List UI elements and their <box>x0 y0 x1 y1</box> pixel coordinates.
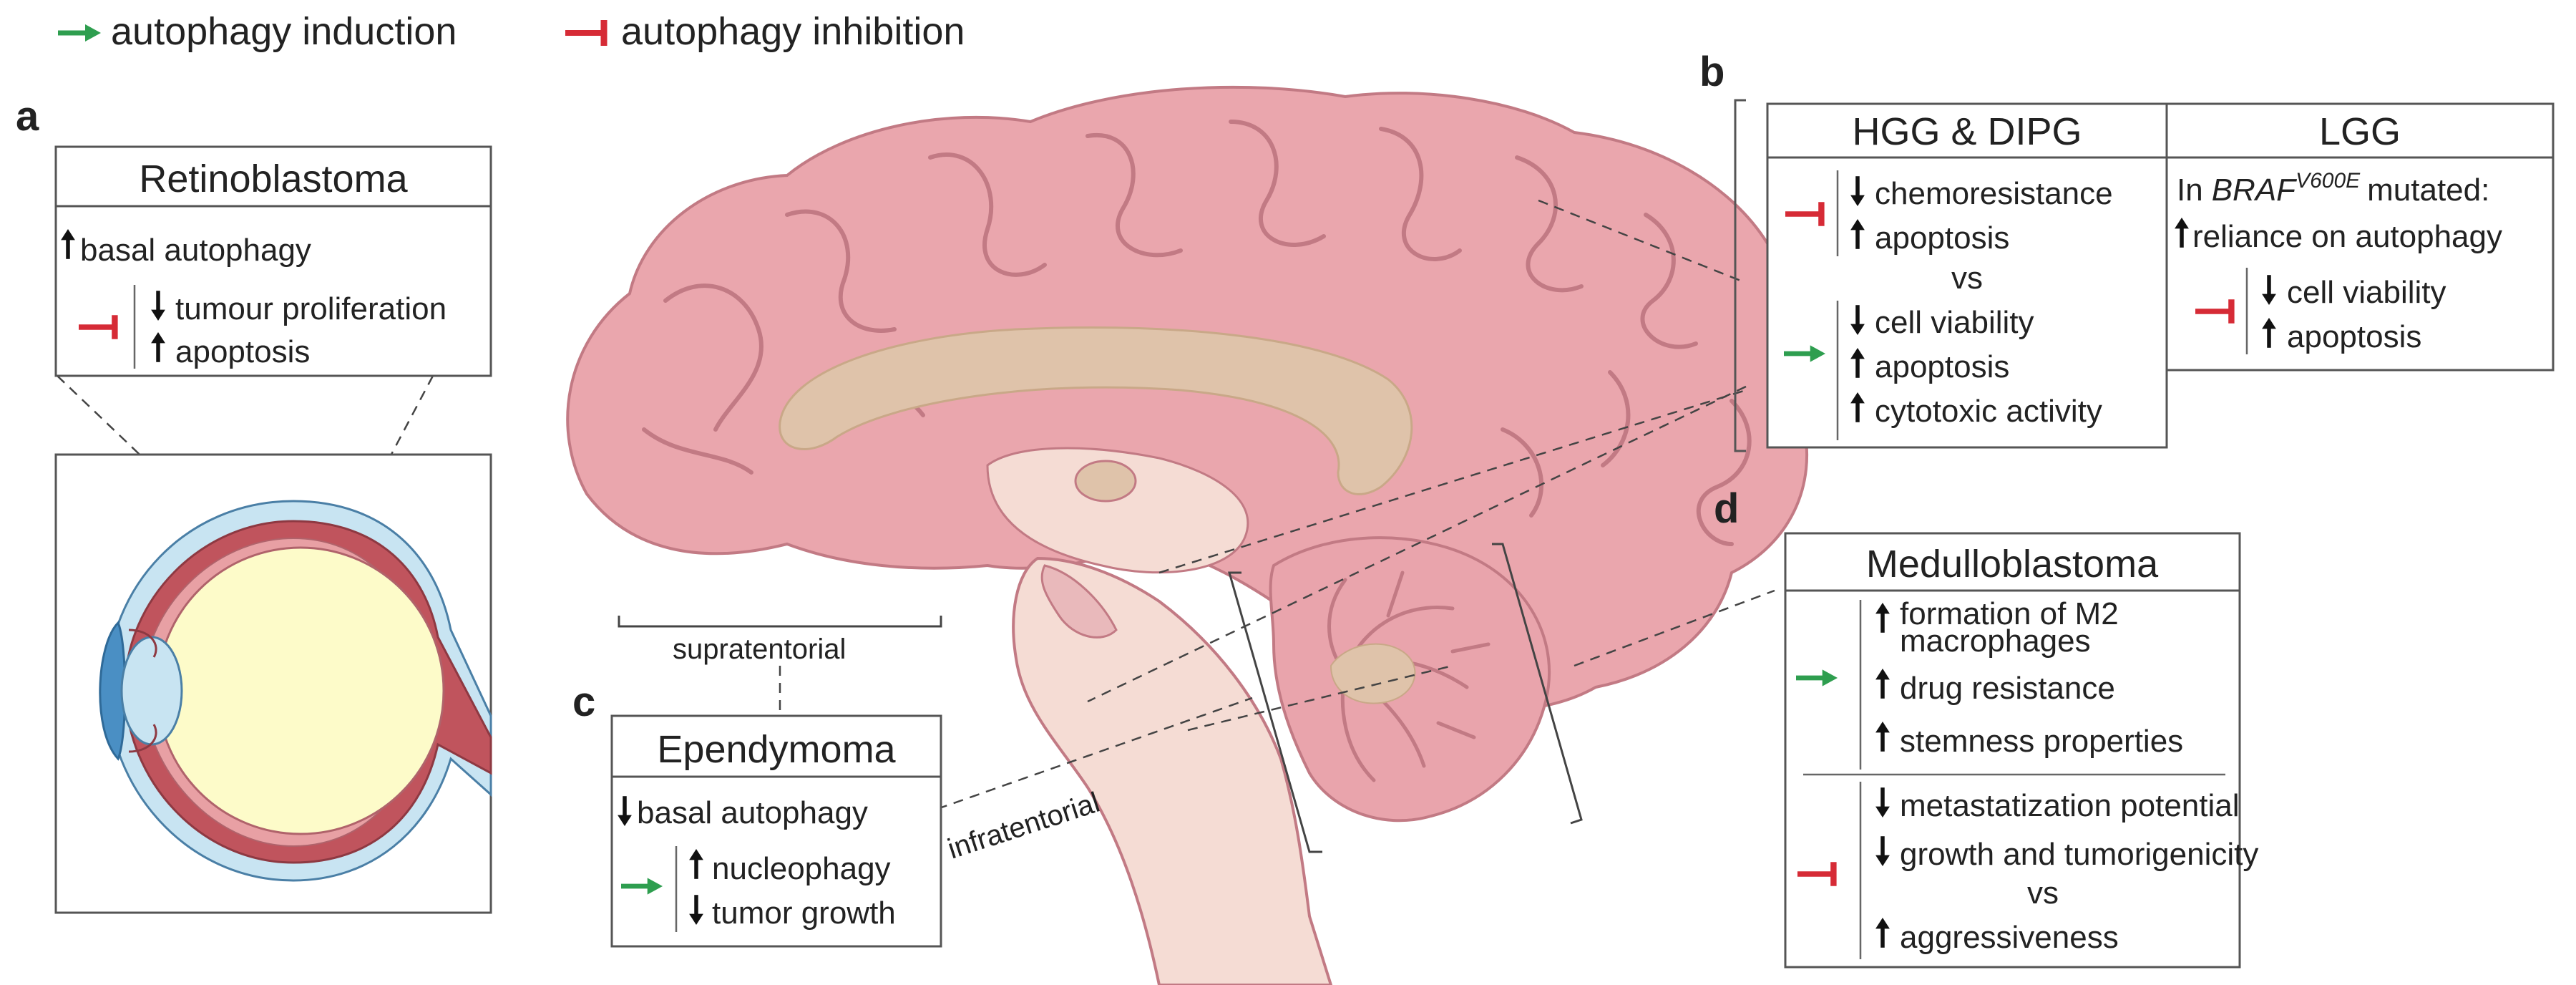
infratentorial-label: infratentorial <box>944 787 1103 865</box>
hgg-induction-item-3: cytotoxic activity <box>1875 394 2102 429</box>
ependymoma-item-1: nucleophagy <box>712 851 891 886</box>
retinoblastoma-item-1: tumour proliferation <box>175 291 447 326</box>
panel-letter-b: b <box>1699 49 1724 95</box>
lgg-item-1: cell viability <box>2287 275 2446 310</box>
ependymoma-title: Ependymoma <box>657 728 896 771</box>
eye-diagram <box>99 500 492 882</box>
medullo-induction-item-1b: macrophages <box>1900 623 2091 659</box>
retinoblastoma-title: Retinoblastoma <box>139 157 408 200</box>
hgg-induction-item-1: cell viability <box>1875 305 2034 340</box>
medullo-inhibition-item-2: growth and tumorigenicity <box>1900 837 2258 872</box>
supratentorial-label: supratentorial <box>673 634 846 665</box>
hgg-vs: vs <box>1951 261 1983 296</box>
medullo-inhibition-item-1: metastatization potential <box>1900 788 2240 823</box>
lgg-item-2: apoptosis <box>2287 319 2421 354</box>
medullo-vs: vs <box>2027 875 2059 911</box>
hgg-inhibition-item-2: apoptosis <box>1875 220 2009 256</box>
corpus-callosum <box>779 326 1413 495</box>
panel-b: b HGG & DIPG chemoresistance apoptosis v… <box>1699 49 2555 452</box>
cerebrum <box>566 85 1820 712</box>
panel-letter-c: c <box>572 679 595 725</box>
panel-d: d Medulloblastoma formation of M2 macrop… <box>1714 485 2258 969</box>
inhibition-block-icon <box>565 20 604 46</box>
ependymoma-item-2: tumor growth <box>712 896 896 931</box>
hgg-induction-item-2: apoptosis <box>1875 349 2009 384</box>
legend: autophagy induction autophagy inhibition <box>58 10 965 53</box>
medullo-induction-item-3: stemness properties <box>1900 724 2183 759</box>
induction-arrow-icon <box>58 24 101 42</box>
retinoblastoma-basal: basal autophagy <box>80 233 311 268</box>
legend-inhibition-label: autophagy inhibition <box>621 10 965 53</box>
supratentorial-bracket: supratentorial <box>618 616 942 723</box>
medulloblastoma-title: Medulloblastoma <box>1866 543 2159 586</box>
retinoblastoma-box <box>54 145 492 377</box>
ependymoma-basal: basal autophagy <box>637 795 868 830</box>
ependymoma-box <box>610 714 942 948</box>
panel-letter-a: a <box>16 93 39 140</box>
connector-lines <box>57 199 1775 810</box>
lgg-mutation-sup: V600E <box>2296 169 2361 193</box>
lgg-reliance: reliance on autophagy <box>2192 219 2502 254</box>
medullo-induction-item-1: formation of M2 <box>1900 596 2119 631</box>
medullo-induction-item-2: drug resistance <box>1900 671 2115 706</box>
retinoblastoma-item-2: apoptosis <box>175 334 310 369</box>
lgg-mutation-gene: BRAF <box>2212 173 2297 208</box>
panel-letter-d: d <box>1714 485 1739 532</box>
brainstem <box>1012 556 1333 985</box>
hgg-title: HGG & DIPG <box>1852 110 2082 153</box>
lgg-box <box>2165 102 2555 372</box>
lgg-mutation-suffix: mutated: <box>2367 173 2489 208</box>
eye-vitreous <box>156 546 445 835</box>
hgg-inhibition-item-1: chemoresistance <box>1875 176 2113 211</box>
panel-a: a Retinoblastoma basal autophagy tumour … <box>16 93 492 914</box>
medullo-inhibition-tail: aggressiveness <box>1900 920 2119 955</box>
cerebellum-bracket <box>1228 543 1583 853</box>
hgg-box <box>1766 102 2168 449</box>
panel-c: c Ependymoma basal autophagy nucleophagy… <box>572 679 942 948</box>
lgg-mutation-prefix: In <box>2177 173 2203 208</box>
lgg-title: LGG <box>2319 110 2401 153</box>
legend-induction-label: autophagy induction <box>111 10 457 53</box>
